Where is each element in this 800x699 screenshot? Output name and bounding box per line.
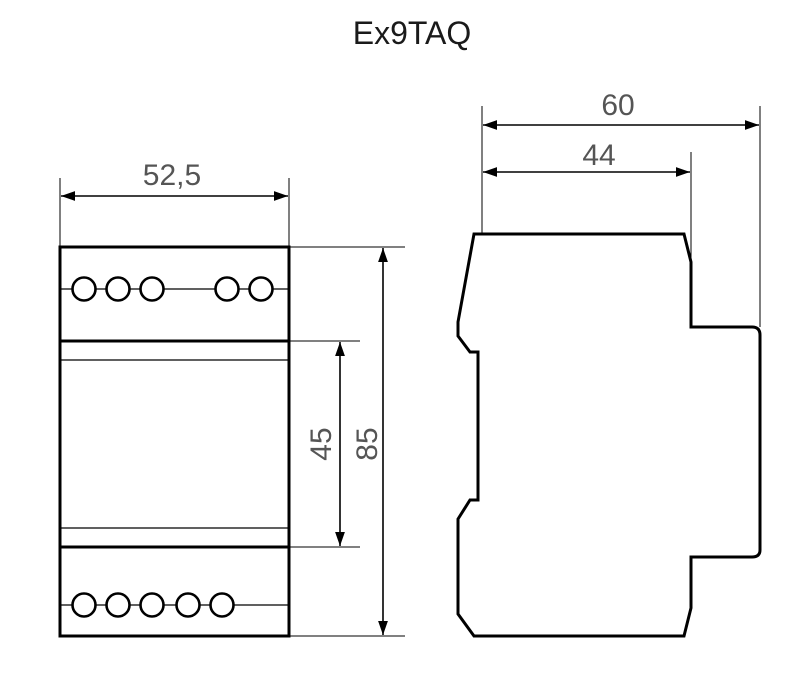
top-terminal-2 [105, 276, 131, 302]
top-terminal-3 [139, 276, 165, 302]
top-terminal-1 [71, 276, 97, 302]
front-body-outline [58, 245, 291, 638]
side-total-depth-label: 60 [601, 89, 634, 122]
side-profile-outline [456, 232, 762, 638]
top-terminal-5 [248, 276, 274, 302]
bottom-terminal-3 [139, 592, 165, 618]
side-total-depth-dimension: 60 [481, 89, 761, 327]
front-view [58, 245, 291, 638]
bottom-terminal-4 [175, 592, 201, 618]
total-height-dimension: 85 [289, 246, 405, 637]
front-width-label: 52,5 [143, 159, 201, 192]
total-height-label: 85 [351, 427, 384, 460]
front-width-dimension: 52,5 [59, 159, 290, 247]
side-body-depth-label: 44 [582, 139, 615, 172]
top-terminal-row [71, 276, 274, 302]
window-height-dimension: 45 [289, 340, 360, 548]
bottom-terminal-1 [71, 592, 97, 618]
bottom-terminal-5 [209, 592, 235, 618]
drawing-title: Ex9TAQ [353, 15, 472, 51]
side-body-depth-dimension: 44 [483, 139, 692, 262]
side-view [456, 232, 762, 638]
bottom-terminal-row [71, 592, 235, 618]
bottom-terminal-2 [105, 592, 131, 618]
top-terminal-4 [214, 276, 240, 302]
window-height-label: 45 [305, 427, 338, 460]
